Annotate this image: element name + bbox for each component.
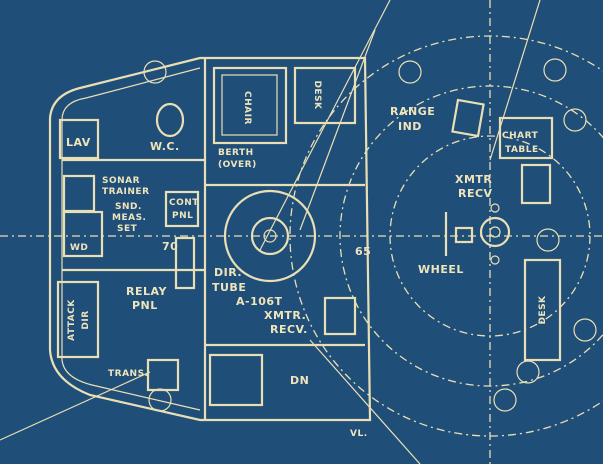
director-tube (223, 189, 317, 283)
partitions (56, 58, 562, 420)
berth-over-label: (OVER) (218, 160, 257, 170)
sonar-trainer-label: SONAR (102, 176, 140, 186)
snd-meas-label-2: MEAS. (112, 213, 146, 223)
sonar-trainer-label-2: TRAINER (102, 187, 150, 197)
chart-table-label: CHART (502, 131, 539, 141)
hull-outline (48, 56, 372, 422)
attack-dir-label: ATTACK (67, 299, 77, 341)
berth-label: BERTH (218, 148, 254, 158)
relay-pnl-label: RELAY (126, 285, 167, 298)
snd-meas-label: SND. (115, 202, 142, 212)
xmtr-recv-label: XMTR (455, 173, 492, 186)
a106t-label: A-106T (236, 295, 283, 308)
dn-label: DN (290, 374, 309, 387)
wd-label: WD (70, 243, 88, 253)
frame-70-label: 70 (162, 240, 178, 253)
xmtr-recv-label-2: RECV (458, 187, 493, 200)
chart-table-label-2: TABLE (505, 145, 539, 155)
frame-65-label: 65 (355, 245, 371, 258)
lav-label: LAV (66, 136, 91, 149)
leader-lines (0, 0, 541, 464)
vl-label: VL. (350, 429, 368, 439)
range-ind-label: RANGE (390, 105, 435, 118)
trans-label: TRANS. (108, 369, 148, 379)
cont-pnl-label: CONT (169, 198, 199, 208)
attack-dir-label-2: DIR (81, 310, 91, 329)
steering-wheel (444, 203, 511, 265)
relay-pnl-label-2: PNL (132, 299, 158, 312)
dir-tube-label: DIR. (214, 266, 242, 279)
chair-label: CHAIR (242, 91, 252, 125)
dir-tube-label-2: TUBE (212, 281, 246, 294)
range-ind-label-2: IND (398, 120, 422, 133)
desk-right-label: DESK (538, 295, 548, 325)
wheel-label: WHEEL (418, 263, 464, 276)
cont-pnl-label-2: PNL (172, 211, 193, 221)
a106t-label-3: RECV. (270, 323, 308, 336)
a106t-label-2: XMTR. (264, 309, 306, 322)
desk-top-label: DESK (312, 80, 322, 110)
hull-inner (61, 67, 201, 411)
snd-meas-label-3: SET (117, 224, 138, 234)
wc-label: W.C. (150, 140, 180, 153)
